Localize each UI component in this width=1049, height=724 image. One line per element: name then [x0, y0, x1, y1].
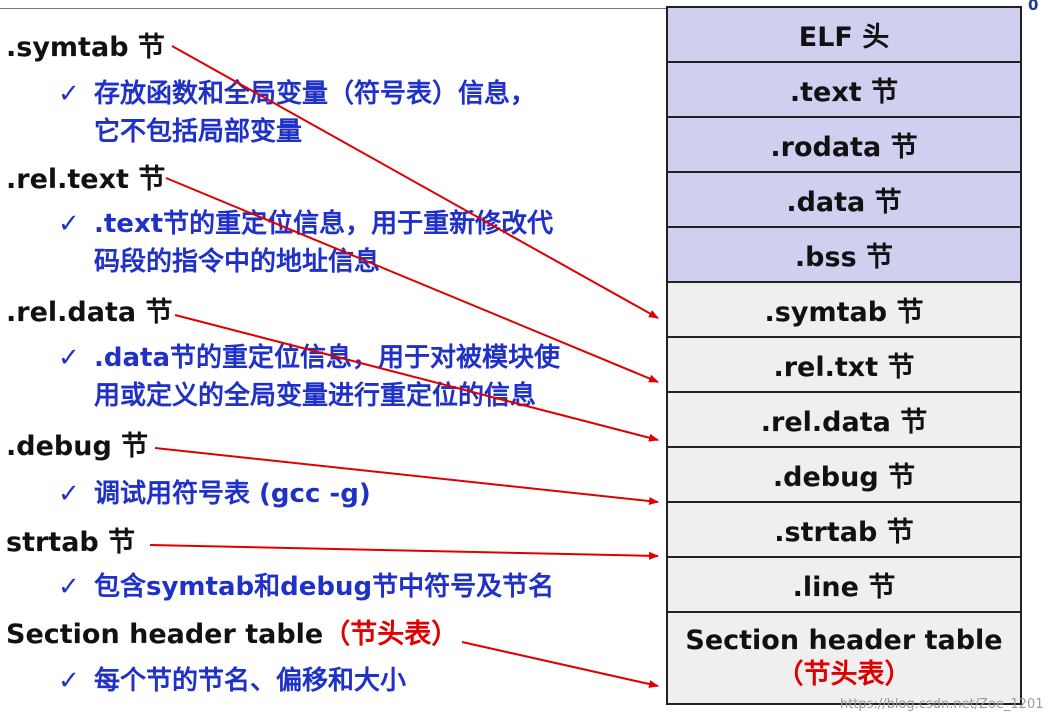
bullet-rel-text-line1: .text节的重定位信息，用于重新修改代	[94, 209, 554, 239]
bullet-strtab: ✓ 包含symtab和debug节中符号及节名	[58, 568, 554, 606]
cell-sht-label: Section header table	[685, 625, 1003, 656]
heading-rel-data: .rel.data 节	[6, 297, 173, 328]
cell-sht-sub: （节头表）	[776, 659, 912, 690]
bullet-symtab-line1: 存放函数和全局变量（符号表）信息，	[94, 79, 537, 109]
arrow-rel-data	[174, 314, 659, 442]
bullet-rel-data-line1: .data节的重定位信息，用于对被模块使	[94, 343, 561, 373]
arrow-strtab	[149, 544, 659, 560]
elf-layout-stack: ELF 头 .text 节 .rodata 节 .data 节 .bss 节 .…	[666, 6, 1022, 705]
cell-symtab: .symtab 节	[666, 281, 1022, 338]
top-rule	[0, 8, 668, 9]
heading-sht-red: （节头表）	[323, 619, 459, 650]
bullet-rel-text-line2: 码段的指令中的地址信息	[94, 247, 381, 277]
heading-sht-text: Section header table	[6, 619, 324, 650]
bullet-debug: ✓ 调试用符号表 (gcc -g)	[58, 475, 371, 513]
bullet-symtab: ✓ 存放函数和全局变量（符号表）信息， 它不包括局部变量	[58, 75, 536, 151]
bullet-sht: ✓ 每个节的节名、偏移和大小	[58, 662, 406, 700]
arrow-section-header-table	[461, 641, 659, 688]
arrow-symtab	[171, 45, 659, 319]
cell-debug: .debug 节	[666, 446, 1022, 503]
check-icon: ✓	[58, 79, 80, 109]
cell-text: .text 节	[666, 61, 1022, 118]
check-icon: ✓	[58, 209, 80, 239]
cell-data: .data 节	[666, 171, 1022, 228]
cell-elf-header: ELF 头	[666, 6, 1022, 63]
heading-section-header-table: Section header table（节头表）	[6, 619, 458, 651]
heading-debug: .debug 节	[6, 431, 149, 462]
heading-rel-text: .rel.text 节	[6, 164, 166, 195]
bullet-strtab-line1: 包含symtab和debug节中符号及节名	[94, 572, 555, 602]
bullet-symtab-line2: 它不包括局部变量	[94, 117, 303, 147]
cell-rel-data: .rel.data 节	[666, 391, 1022, 448]
check-icon: ✓	[58, 572, 80, 602]
cell-rel-txt: .rel.txt 节	[666, 336, 1022, 393]
bullet-rel-data-line2: 用或定义的全局变量进行重定位的信息	[94, 381, 537, 411]
bullet-rel-data: ✓ .data节的重定位信息，用于对被模块使 用或定义的全局变量进行重定位的信息	[58, 339, 560, 415]
bullet-sht-line1: 每个节的节名、偏移和大小	[94, 666, 407, 696]
check-icon: ✓	[58, 479, 80, 509]
cell-line: .line 节	[666, 556, 1022, 613]
arrow-rel-text	[165, 177, 659, 383]
heading-symtab: .symtab 节	[6, 32, 165, 63]
cell-section-header-table: Section header table （节头表）	[666, 611, 1022, 705]
arrow-debug	[154, 447, 659, 506]
heading-strtab: strtab 节	[6, 527, 136, 558]
bullet-rel-text: ✓ .text节的重定位信息，用于重新修改代 码段的指令中的地址信息	[58, 205, 553, 281]
check-icon: ✓	[58, 666, 80, 696]
check-icon: ✓	[58, 343, 80, 373]
bullet-debug-line1: 调试用符号表 (gcc -g)	[94, 479, 371, 509]
cell-strtab: .strtab 节	[666, 501, 1022, 558]
corner-mark: 0	[1028, 0, 1039, 14]
watermark: https://blog.csdn.net/Zoe_1201	[840, 697, 1044, 712]
